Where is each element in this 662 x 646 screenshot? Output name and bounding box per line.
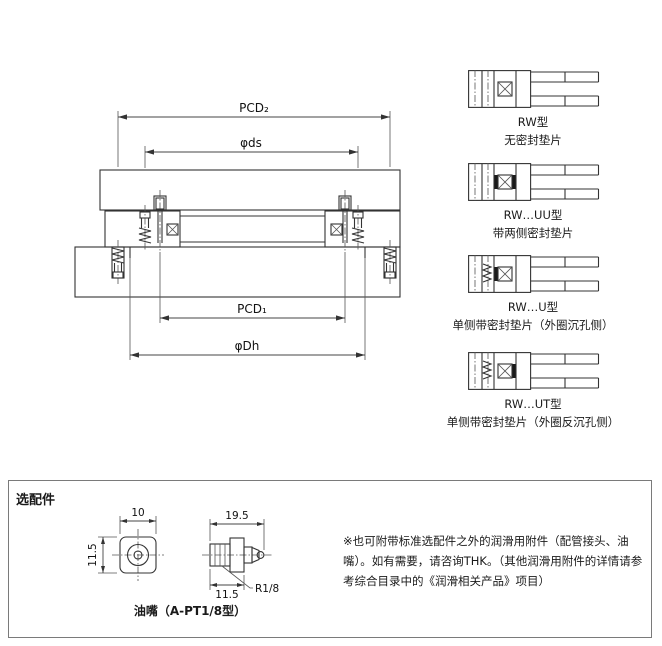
nipple-front-view — [112, 529, 164, 581]
dim-phids: φds — [144, 136, 359, 168]
bearing-ring-right — [324, 210, 401, 248]
dim-label-nipple-length: 19.5 — [225, 510, 248, 522]
variant-rw-desc: 无密封垫片 — [504, 133, 562, 147]
variant-rw-name: RW型 — [517, 115, 549, 129]
dim-label-phids: φds — [240, 136, 262, 150]
options-box — [8, 480, 652, 638]
dim-label-nipple-width: 10 — [131, 507, 144, 519]
dim-nipple-height: 11.5 — [87, 536, 117, 574]
dim-label-nipple-height: 11.5 — [87, 543, 99, 566]
dim-phidh: φDh — [129, 258, 366, 360]
variant-rw-ut: RW…UT型 单侧带密封垫片（外圈反沉孔侧） — [433, 352, 633, 430]
bearing-ring-left — [104, 210, 181, 248]
dim-label-nipple-thread-length: 11.5 — [215, 589, 238, 601]
pin-left — [155, 190, 165, 252]
variant-rw-u-desc: 单侧带密封垫片（外圈沉孔侧） — [452, 318, 614, 332]
dim-label-phidh: φDh — [235, 339, 260, 353]
top-plate — [99, 169, 401, 211]
grease-nipple-drawing: 10 11.5 19.5 — [87, 507, 279, 601]
bearing-section-rw-uu — [468, 163, 600, 201]
variant-rw-ut-name: RW…UT型 — [504, 397, 562, 411]
bearing-section-rw — [468, 70, 600, 108]
options-title: 选配件 — [16, 493, 56, 508]
variant-rw-uu-name: RW…UU型 — [503, 208, 563, 222]
bearing-section-rw-ut — [468, 352, 600, 390]
bolt-lower-right — [383, 240, 397, 284]
dim-pcd2: PCD₂ — [117, 101, 391, 167]
dim-nipple-thread-length: 11.5 — [209, 569, 245, 601]
dim-nipple-length: 19.5 — [209, 510, 265, 550]
variant-rw-u-name: RW…U型 — [507, 300, 559, 314]
variant-rw-uu-desc: 带两侧密封垫片 — [492, 226, 574, 240]
thread-callout: R1/8 — [221, 565, 279, 595]
dim-pcd1: PCD₁ — [159, 252, 346, 323]
shaft-section — [180, 215, 325, 243]
dim-nipple-width: 10 — [119, 507, 157, 534]
main-assembly-drawing: PCD₂ φds — [74, 101, 401, 360]
variant-rw-uu: RW…UU型 带两侧密封垫片 — [433, 163, 633, 241]
nipple-side-view — [202, 537, 273, 573]
bottom-plate — [74, 246, 401, 298]
variant-rw: RW型 无密封垫片 — [433, 70, 633, 148]
bolt-upper-right — [351, 205, 365, 251]
bolt-lower-left — [111, 240, 125, 284]
bearing-section-rw-u — [468, 255, 600, 293]
options-note: ※也可附带标准选配件之外的润滑用附件（配管接头、油嘴）。如有需要，请咨询THK。… — [343, 534, 643, 589]
pin-right — [340, 190, 350, 252]
thread-label: R1/8 — [255, 583, 279, 595]
variant-rw-ut-desc: 单侧带密封垫片（外圈反沉孔侧） — [446, 415, 620, 429]
bolt-upper-left — [138, 205, 152, 251]
variant-rw-u: RW…U型 单侧带密封垫片（外圈沉孔侧） — [433, 255, 633, 333]
nipple-label: 油嘴（A-PT1/8型） — [133, 604, 247, 618]
dim-label-pcd2: PCD₂ — [239, 101, 269, 115]
dim-label-pcd1: PCD₁ — [237, 302, 267, 316]
